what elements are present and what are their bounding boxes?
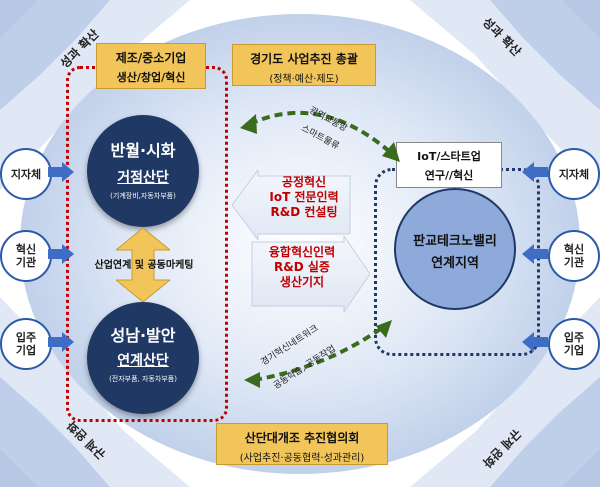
top-center-title: 경기도 사업추진 총괄 <box>250 52 358 66</box>
arrow-left-text: 공정혁신 IoT 전문인력 R&D 컨설팅 <box>258 175 350 220</box>
curve-top-arrow <box>240 110 400 162</box>
side-left-circle-1: 지자체 <box>0 148 52 200</box>
side-right-circle-1: 지자체 <box>548 148 600 200</box>
arrow-right-line-2: R&D 실증 <box>274 260 330 274</box>
side-left-arrow-1 <box>48 162 74 182</box>
banwol-subtitle: 거점산단 <box>117 170 169 186</box>
arrow-right-shape <box>251 236 370 312</box>
side-right-circle-3: 입주 기업 <box>548 318 600 370</box>
arrow-right-line-1: 융합혁신인력 <box>268 245 336 259</box>
pangyo-subtitle: 연계지역 <box>431 256 479 271</box>
side-left-label-3: 입주 기업 <box>15 331 37 357</box>
side-left-arrow-2 <box>48 244 74 264</box>
side-left-circle-2: 혁신 기관 <box>0 230 52 282</box>
side-right-arrow-2 <box>522 244 548 264</box>
curve-top-head-right <box>382 142 400 162</box>
pangyo-title: 판교테크노밸리 <box>413 234 497 249</box>
ray-top-left-outer <box>0 0 190 190</box>
arrow-left-shape <box>232 170 351 240</box>
ray-top-right-outer <box>410 0 600 190</box>
right-subtitle: 연구//혁신 <box>424 169 474 182</box>
banwol-title: 반월·시화 <box>110 141 176 160</box>
curve-bottom-head-right <box>376 320 392 338</box>
ray-bottom-right-outer <box>410 297 600 487</box>
seongnam-subtitle: 연계산단 <box>117 353 169 369</box>
top-center-box: 경기도 사업추진 총괄 (정책·예산·제도) <box>232 44 376 86</box>
side-right-label-1: 지자체 <box>558 167 590 181</box>
side-right-label-3: 입주 기업 <box>563 331 585 357</box>
side-left-arrow-3 <box>48 332 74 352</box>
arrow-right-line-3: 생산기지 <box>279 275 325 289</box>
bottom-center-subtitle: (사업추진·공동협력·성과관리) <box>239 453 365 464</box>
curve-bottom-head-left <box>244 372 260 388</box>
circle-pangyo: 판교테크노밸리 연계지역 <box>394 188 516 310</box>
ray-bottom-left-outer <box>0 297 190 487</box>
arrow-left-line-3: R&D 컨설팅 <box>270 205 338 219</box>
side-right-arrow-3 <box>522 332 548 352</box>
curve-top-head-left <box>240 114 257 134</box>
arrow-left-line-2: IoT 전문인력 <box>269 190 339 204</box>
side-left-label-1: 지자체 <box>10 167 42 181</box>
right-title: IoT/스타트업 <box>417 150 481 163</box>
bottom-center-box: 산단대개조 추진협의회 (사업추진·공동협력·성과관리) <box>216 423 388 465</box>
side-right-label-2: 혁신 기관 <box>563 243 585 269</box>
circle-seongnam-balan: 성남·발안 연계산단 (전자부품, 자동차부품) <box>87 302 199 414</box>
left-title: 제조/중소기업 <box>115 51 187 65</box>
seongnam-title: 성남·발안 <box>110 326 176 345</box>
seongnam-note: (전자부품, 자동차부품) <box>109 375 177 383</box>
top-center-subtitle: (정책·예산·제도) <box>269 74 339 85</box>
middle-link-label: 산업연계 및 공동마케팅 <box>94 260 194 271</box>
arrow-right-text: 융합혁신인력 R&D 실증 생산기지 <box>254 245 350 290</box>
arrow-left-line-1: 공정혁신 <box>281 175 327 189</box>
double-arrow-vertical <box>116 228 170 302</box>
side-left-label-2: 혁신 기관 <box>15 243 37 269</box>
right-title-box: IoT/스타트업 연구//혁신 <box>396 142 502 188</box>
left-title-box: 제조/중소기업 생산/창업/혁신 <box>96 43 206 89</box>
curve-bottom-arrow <box>244 320 392 388</box>
side-right-circle-2: 혁신 기관 <box>548 230 600 282</box>
circle-banwol-sihwa: 반월·시화 거점산단 (기계장비,자동차부품) <box>87 115 199 227</box>
side-right-arrow-1 <box>522 162 548 182</box>
side-left-circle-3: 입주 기업 <box>0 318 52 370</box>
left-subtitle: 생산/창업/혁신 <box>116 71 186 84</box>
banwol-note: (기계장비,자동차부품) <box>110 192 176 200</box>
bottom-center-title: 산단대개조 추진협의회 <box>244 431 360 445</box>
